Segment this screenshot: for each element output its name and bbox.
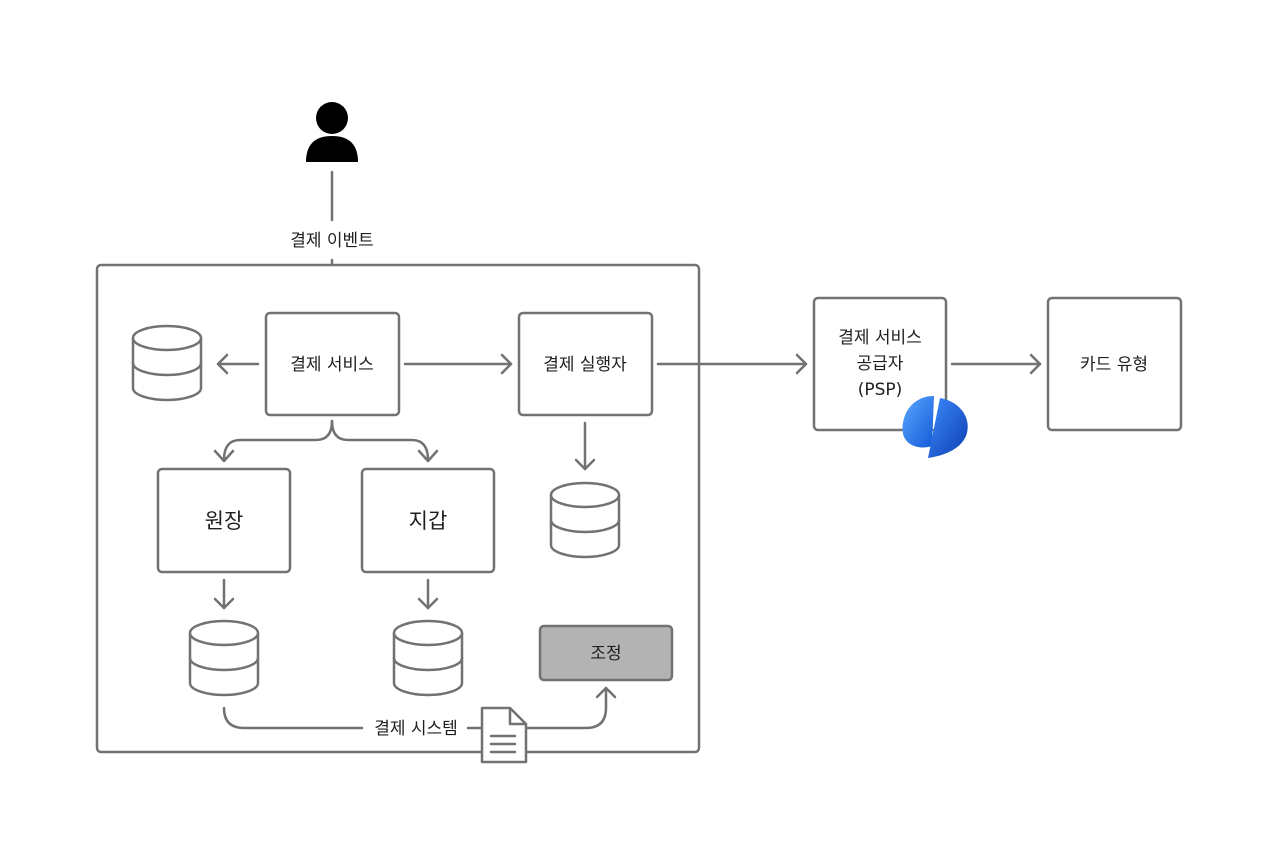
database-icon (392, 619, 464, 697)
wallet-box (360, 467, 496, 574)
user-icon (306, 102, 358, 162)
ledger-box (156, 467, 292, 574)
psp-to-card-arrowhead (1029, 353, 1042, 375)
service-to-wallet-arrow (330, 419, 430, 462)
payment-executor-label: 결제 실행자 (543, 355, 627, 375)
reconciliation-box (538, 624, 674, 682)
psp-label-line3: (PSP) (858, 380, 903, 400)
service-to-db-arrowhead (216, 353, 229, 375)
wallet-label: 지갑 (409, 509, 448, 533)
ledger-label: 원장 (205, 509, 244, 533)
executor-to-psp-arrowhead (795, 353, 808, 375)
database-icon (131, 324, 203, 402)
payment-service-box (264, 311, 401, 417)
card-type-box (1046, 296, 1183, 432)
service-to-executor-arrowhead (500, 353, 513, 375)
ledger-db-to-label-line (222, 706, 364, 730)
database-icon (188, 619, 260, 697)
psp-box (812, 296, 948, 432)
payment-service-label: 결제 서비스 (290, 355, 374, 375)
payment-executor-box (517, 311, 654, 417)
reconciliation-arrowhead (595, 686, 617, 699)
payment-system-label: 결제 시스템 (374, 719, 458, 739)
reconciliation-label: 조정 (590, 644, 621, 664)
wallet-to-db-arrowhead (417, 597, 439, 610)
psp-label-line1: 결제 서비스 (838, 328, 922, 348)
executor-to-db-arrowhead (574, 458, 596, 471)
service-to-ledger-arrow (222, 419, 334, 462)
service-to-ledger-arrowhead (213, 449, 235, 463)
service-to-wallet-arrowhead (417, 449, 439, 463)
psp-logo-icon (902, 396, 968, 458)
card-type-label: 카드 유형 (1080, 355, 1148, 375)
psp-label-line2: 공급자 (857, 354, 904, 374)
database-icon (549, 481, 621, 559)
ledger-to-db-arrowhead (213, 597, 235, 610)
document-to-reconciliation-arrow (524, 686, 608, 730)
payment-event-label: 결제 이벤트 (290, 231, 374, 251)
document-icon (480, 706, 528, 764)
